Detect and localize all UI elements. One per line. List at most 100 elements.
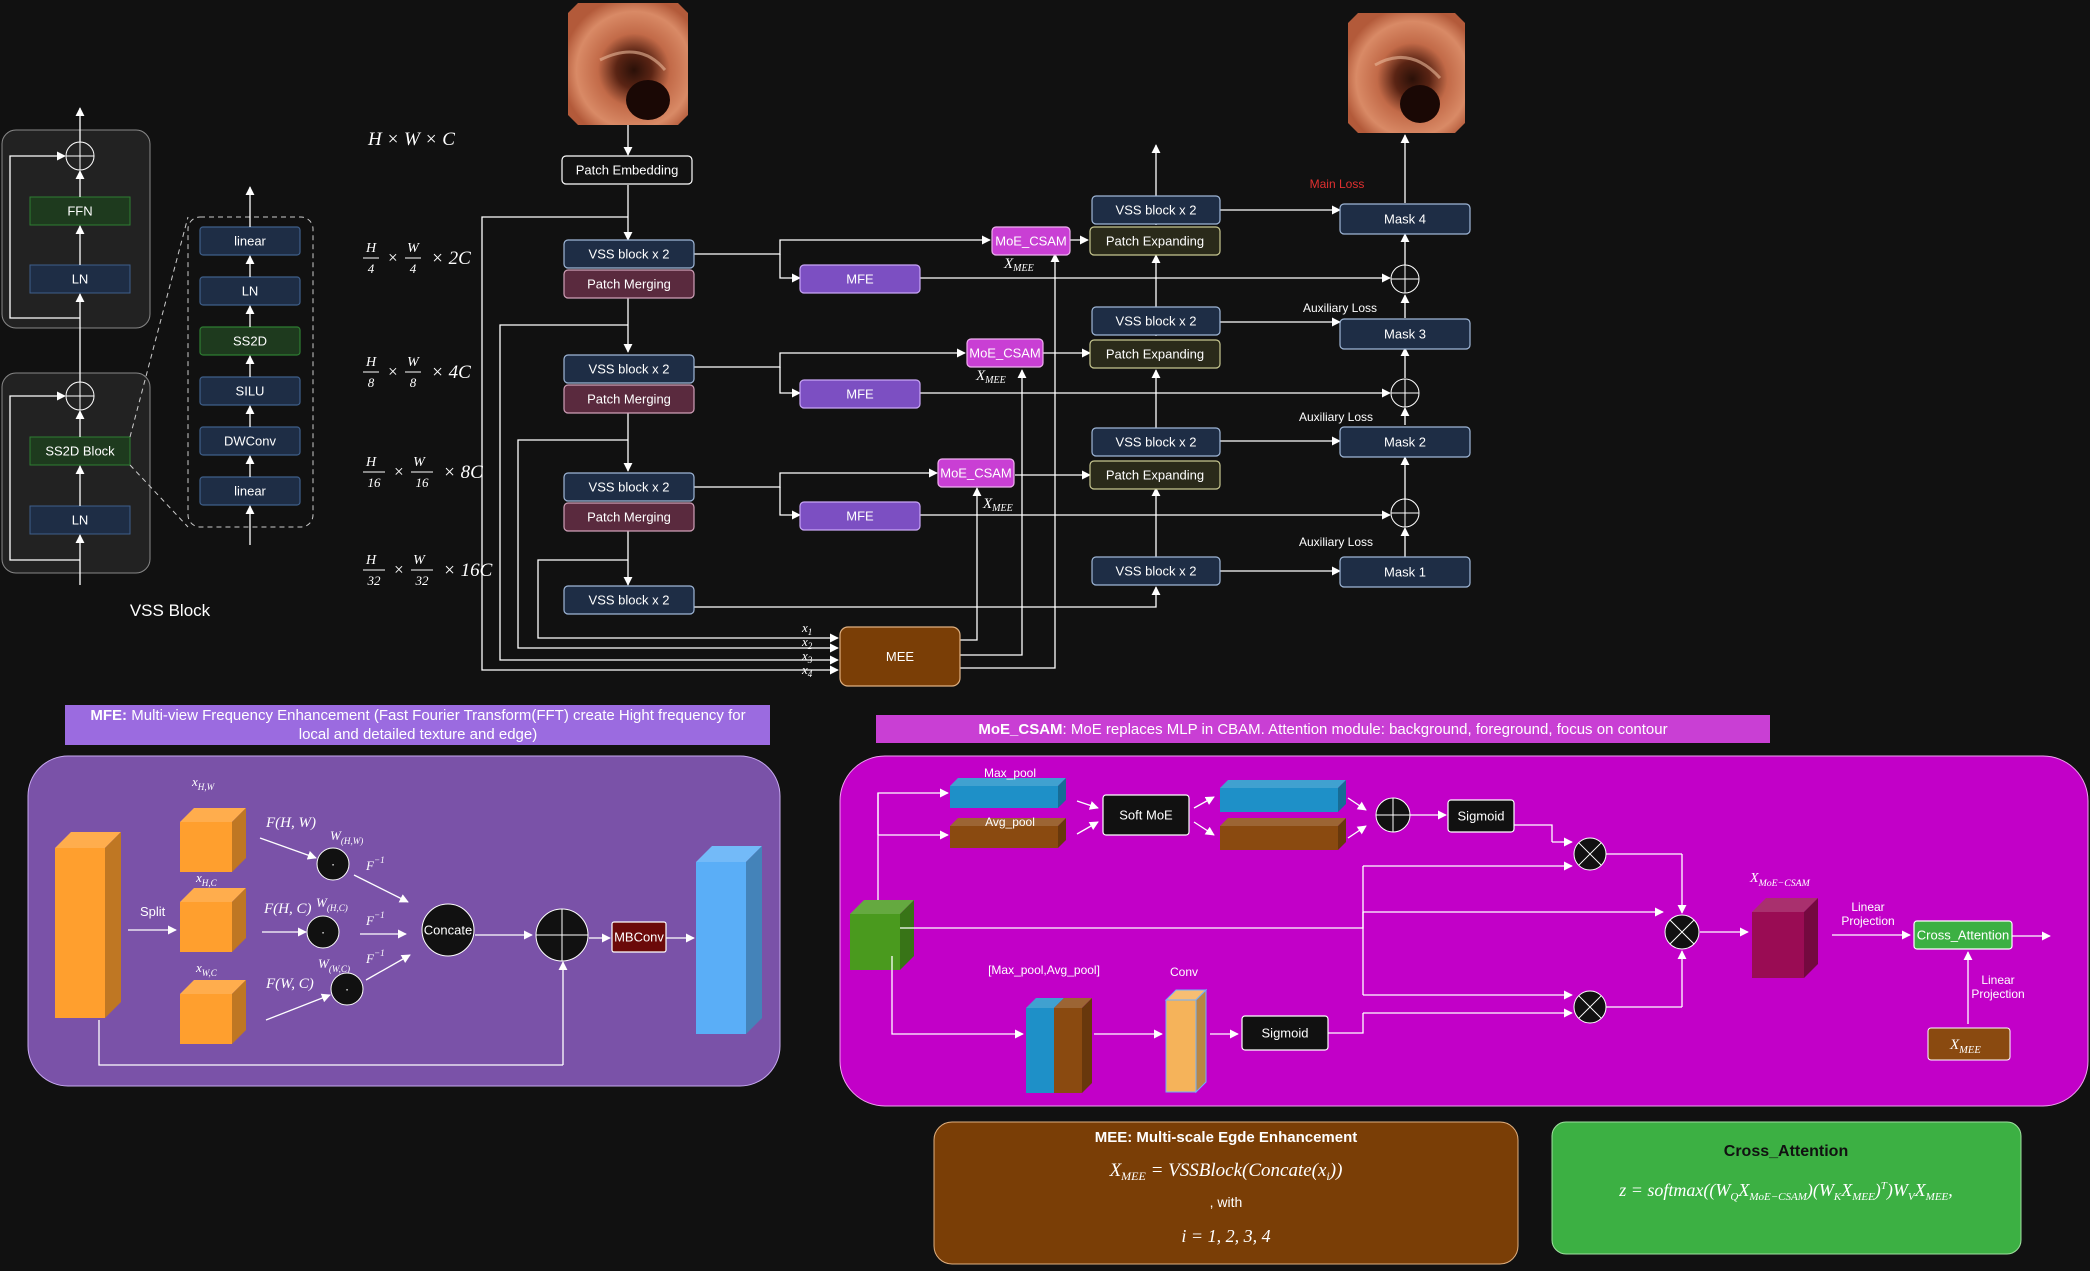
moe-cross-attention-node-label: Cross_Attention	[1917, 928, 2010, 943]
mfe-finv-2: F−1	[365, 910, 385, 928]
mfe-f-hc: F(H, C)	[263, 901, 312, 917]
mee-node: MEE	[839, 626, 961, 687]
moe-body	[839, 755, 2089, 1107]
mfe-input-cube	[55, 832, 121, 1018]
moe-linproj-2a: Linear	[1981, 973, 2014, 987]
moe-sigmoid-bottom-label: Sigmoid	[1262, 1026, 1309, 1041]
moe-linproj-1a: Linear	[1851, 900, 1884, 914]
moe-avgpool-bar	[950, 818, 1066, 848]
patch-expanding-1: Patch Expanding	[1089, 226, 1221, 256]
decoder-vss-3-label: VSS block x 2	[1116, 435, 1197, 450]
moe-cross-attention-node: Cross_Attention	[1913, 920, 2013, 950]
mfe-output-cube	[696, 846, 762, 1034]
moe-csam-panel: MoE_CSAM: MoE replaces MLP in CBAM. Atte…	[839, 715, 2089, 1107]
cross-title: Cross_Attention	[1724, 1143, 1848, 1160]
moe-pool-brown	[1054, 998, 1092, 1093]
encoder-vss-1-label: VSS block x 2	[589, 247, 670, 262]
encoder-vss-1: VSS block x 2	[563, 239, 695, 269]
mfe-mbconv-node: MBConv	[611, 921, 667, 953]
decoder-vss-4-label: VSS block x 2	[1116, 564, 1197, 579]
vss-detail-dwconv-4: DWConv	[199, 426, 301, 456]
patch-embedding-node-label: Patch Embedding	[576, 163, 679, 178]
mfe-cube-hw	[180, 808, 246, 872]
moe-conv-label: Conv	[1170, 965, 1198, 979]
mee-node-label: MEE	[886, 649, 915, 664]
cross-formula: z = softmax((WQXMoE−CSAM)(WKXMEE)T)WVXME…	[1618, 1180, 1953, 1203]
svg-text:× 8C: × 8C	[443, 462, 483, 483]
patch-expanding-2: Patch Expanding	[1089, 339, 1221, 369]
svg-text:32: 32	[367, 573, 382, 588]
mask-4-label: Mask 4	[1384, 212, 1426, 227]
x-mee-label-2: XMEE	[975, 368, 1006, 386]
moe-sigmoid-top: Sigmoid	[1447, 799, 1515, 833]
mfe-cube-hc	[180, 888, 246, 952]
mfe-node-3-label: MFE	[846, 509, 874, 524]
vss-detail-linear-0-label: linear	[234, 234, 266, 249]
moe-softmoe-node-label: Soft MoE	[1119, 808, 1173, 823]
scale-1: H4×W4× 2C	[363, 241, 471, 276]
moe-linproj-1b: Projection	[1841, 914, 1894, 928]
decoder-vss-3: VSS block x 2	[1091, 427, 1221, 457]
moe-x-label: XMoE−CSAM	[1749, 871, 1811, 889]
patch-merging-3: Patch Merging	[563, 502, 695, 532]
mfe-node-2-label: MFE	[846, 387, 874, 402]
svg-text:Concate: Concate	[424, 923, 472, 938]
encoder-vss-2-label: VSS block x 2	[589, 362, 670, 377]
mfe-body	[27, 755, 781, 1087]
x-input-label-1: x1	[801, 620, 812, 637]
svg-text:H: H	[365, 355, 377, 370]
mfe-node-2: MFE	[799, 379, 921, 409]
cross-attention-panel: Cross_Attention z = softmax((WQXMoE−CSAM…	[1551, 1121, 2022, 1255]
svg-text:× 4C: × 4C	[431, 362, 471, 383]
mfe-finv-3: F−1	[365, 948, 385, 966]
encoder-vss-3: VSS block x 2	[563, 472, 695, 502]
patch-merging-2: Patch Merging	[563, 384, 695, 414]
vss-detail-ln-1-label: LN	[242, 284, 259, 299]
vss-detail-ln-1: LN	[199, 276, 301, 306]
svg-text:.: .	[321, 922, 325, 937]
svg-text:32: 32	[415, 573, 430, 588]
mask-1: Mask 1	[1339, 556, 1471, 588]
mfe-panel: MFE: Multi-view Frequency Enhancement (F…	[27, 705, 781, 1087]
x-input-label-4: x4	[801, 662, 813, 679]
ss2d-block-label: SS2D Block	[45, 444, 115, 459]
mfe-x-wc: xW,C	[195, 960, 218, 978]
ln-top-node	[29, 264, 131, 294]
decoder-vss-4: VSS block x 2	[1091, 556, 1221, 586]
mfe-w-hc: W(H,C)	[316, 895, 348, 913]
decoder-vss-2-label: VSS block x 2	[1116, 314, 1197, 329]
x-mee-label-3: XMEE	[982, 496, 1013, 514]
moe-csam-node-2: MoE_CSAM	[966, 338, 1044, 368]
scale-input: H × W × C	[367, 129, 455, 150]
svg-text:4: 4	[410, 261, 417, 276]
moe-csam-node-3-label: MoE_CSAM	[940, 466, 1012, 481]
mfe-title-line1: MFE: Multi-view Frequency Enhancement (F…	[90, 707, 745, 724]
vss-detail-linear-5: linear	[199, 476, 301, 506]
vss-detail-linear-5-label: linear	[234, 484, 266, 499]
vss-detail-linear-0: linear	[199, 226, 301, 256]
scale-3: H16×W16× 8C	[363, 455, 483, 490]
mfe-cube-wc	[180, 980, 246, 1044]
moe-sigmoid-bottom: Sigmoid	[1241, 1015, 1329, 1051]
ffn-node	[29, 196, 131, 226]
output-image	[1348, 13, 1465, 133]
mfe-dot-circle-1: .	[316, 847, 350, 881]
mee-title: MEE: Multi-scale Egde Enhancement	[1095, 1129, 1358, 1146]
patch-merging-2-label: Patch Merging	[587, 392, 671, 407]
moe-softmoe-node: Soft MoE	[1102, 794, 1190, 836]
patch-merging-1-label: Patch Merging	[587, 277, 671, 292]
mfe-node-1: MFE	[799, 264, 921, 294]
svg-text:16: 16	[416, 475, 430, 490]
moe-avgpool-label: Avg_pool	[985, 815, 1035, 829]
mfe-node-1-label: MFE	[846, 272, 874, 287]
moe-csam-node-1: MoE_CSAM	[991, 226, 1071, 256]
mfe-x-hc: xH,C	[195, 870, 218, 888]
vss-detail-ss2d-2-label: SS2D	[233, 334, 267, 349]
mee-with: , with	[1210, 1194, 1243, 1210]
mfe-node-3: MFE	[799, 501, 921, 531]
svg-text:W: W	[413, 455, 426, 470]
svg-text:×: ×	[387, 248, 398, 267]
cross-body	[1551, 1121, 2022, 1255]
vss-detail-group	[187, 216, 314, 528]
